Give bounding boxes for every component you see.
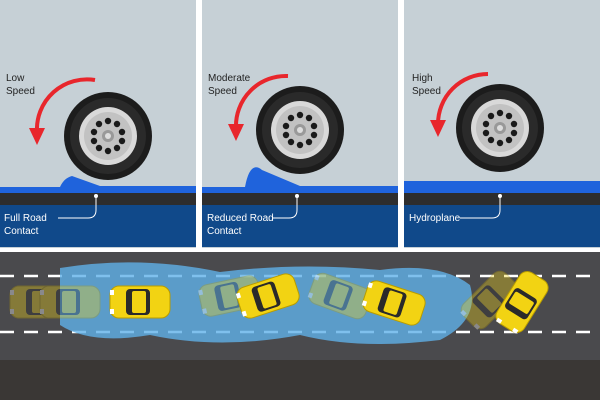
- panel-high-speed: [404, 0, 600, 248]
- rotation-arrow-icon: [233, 73, 289, 129]
- panel-moderate-speed: [202, 0, 398, 248]
- rotation-arrow-icon: [34, 77, 96, 133]
- car-icon: [109, 285, 171, 319]
- tire-icon: [456, 84, 544, 172]
- panel-low-speed: [0, 0, 196, 248]
- tire-icon: [64, 92, 152, 180]
- contact-label-hydroplane: Hydroplane: [409, 213, 461, 224]
- tire-icon: [256, 86, 344, 174]
- road-scene: [0, 252, 600, 400]
- rotation-arrow-icon: [436, 72, 489, 125]
